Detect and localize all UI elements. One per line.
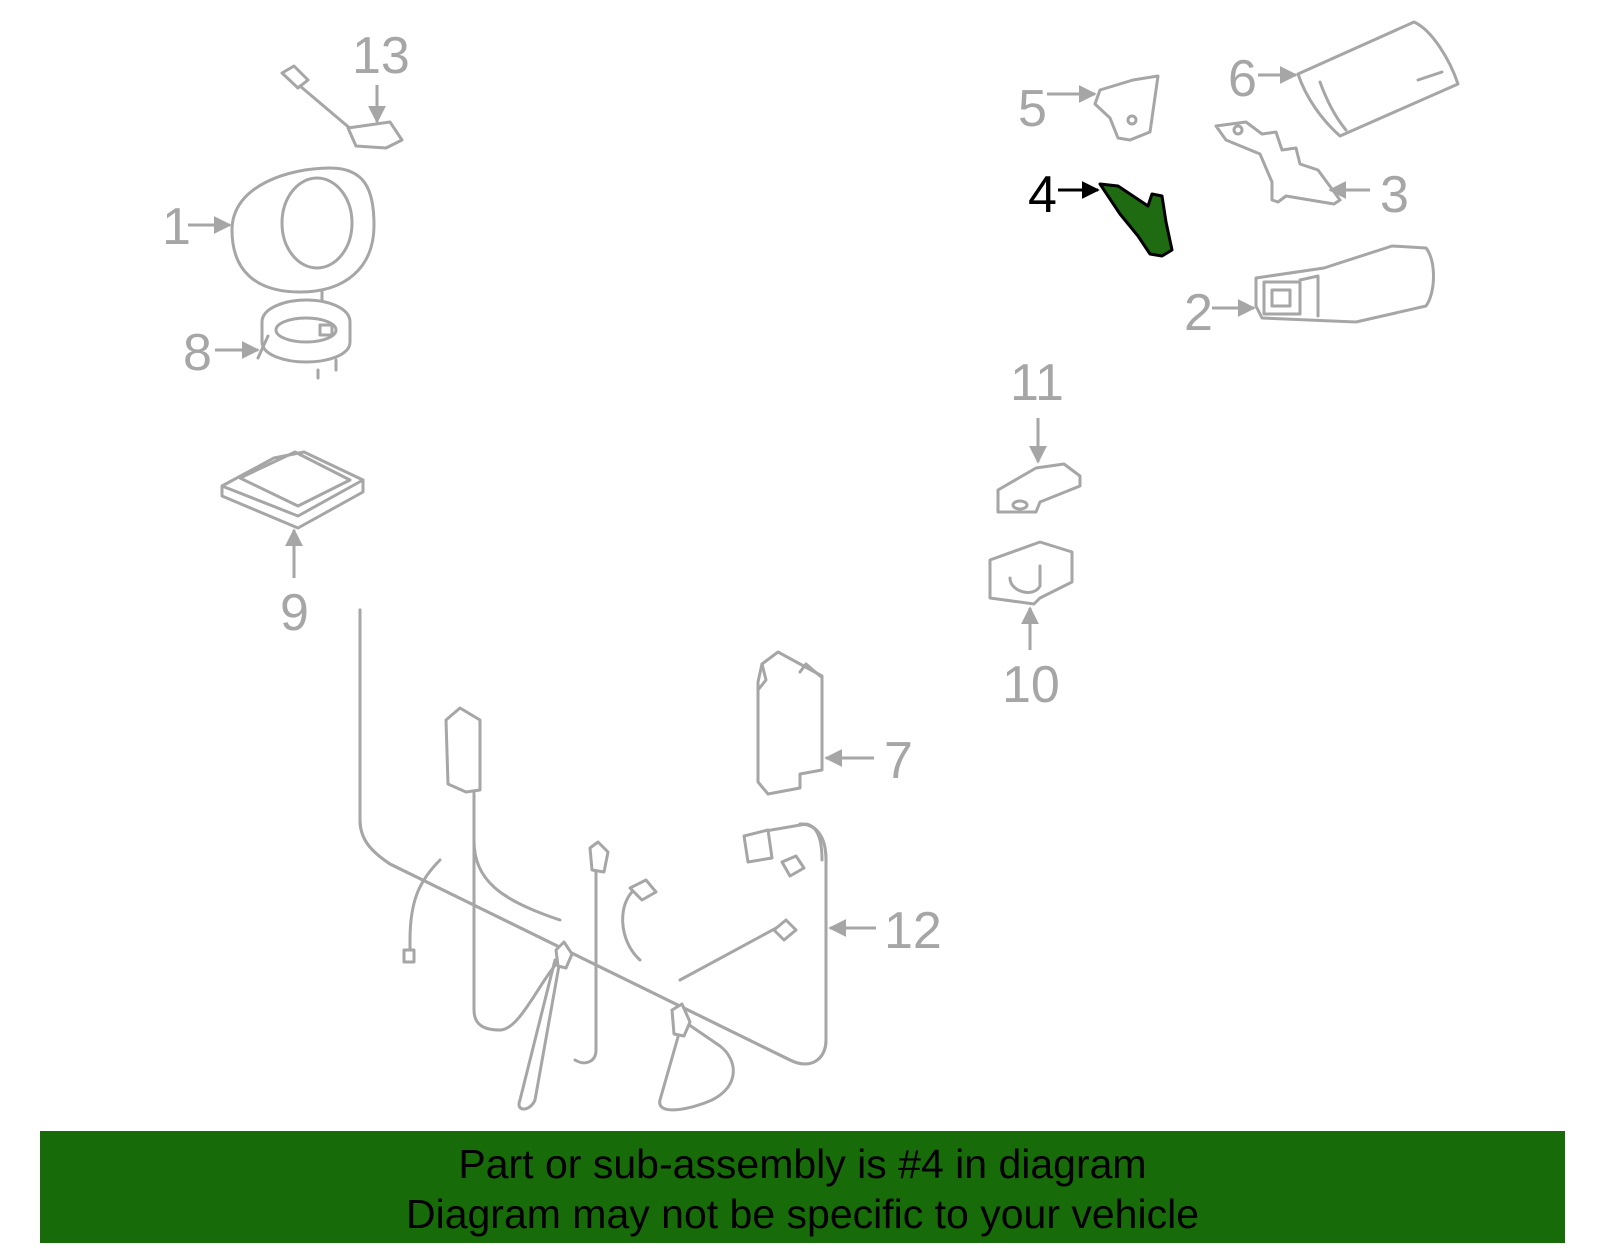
info-banner: Part or sub-assembly is #4 in diagram Di…	[40, 1131, 1565, 1243]
banner-line-1: Part or sub-assembly is #4 in diagram	[458, 1141, 1147, 1187]
callout-8[interactable]: 8	[183, 324, 212, 382]
callout-13[interactable]: 13	[352, 27, 410, 85]
part-1-airbag-module[interactable]	[230, 166, 376, 294]
callout-7[interactable]: 7	[884, 732, 913, 790]
part-11-impact-sensor[interactable]	[996, 462, 1082, 514]
callout-10[interactable]: 10	[1002, 656, 1060, 714]
part-8-clock-spring[interactable]	[256, 288, 352, 380]
callout-11[interactable]: 11	[1010, 354, 1064, 412]
callout-2[interactable]: 2	[1184, 284, 1213, 342]
callout-5[interactable]: 5	[1018, 80, 1047, 138]
callout-3[interactable]: 3	[1380, 166, 1409, 224]
part-9-control-module[interactable]	[220, 450, 365, 530]
part-13-sensor[interactable]	[280, 64, 404, 150]
part-10-impact-sensor[interactable]	[988, 540, 1074, 606]
banner-line-2: Diagram may not be specific to your vehi…	[405, 1191, 1199, 1237]
part-6-airbag-cover[interactable]	[1296, 20, 1460, 138]
callout-12[interactable]: 12	[884, 902, 942, 960]
part-5-bracket[interactable]	[1093, 74, 1160, 142]
part-2-passenger-airbag[interactable]	[1254, 244, 1435, 324]
part-7-side-airbag[interactable]	[756, 650, 824, 796]
callout-9[interactable]: 9	[280, 584, 309, 642]
callout-6[interactable]: 6	[1228, 50, 1257, 108]
callout-4[interactable]: 4	[1028, 166, 1057, 224]
part-3-mounting-bracket[interactable]	[1214, 120, 1342, 206]
part-4-bracket-highlighted[interactable]	[1098, 182, 1174, 258]
callout-1[interactable]: 1	[162, 198, 191, 256]
part-12-wiring-harness[interactable]	[358, 608, 828, 1112]
